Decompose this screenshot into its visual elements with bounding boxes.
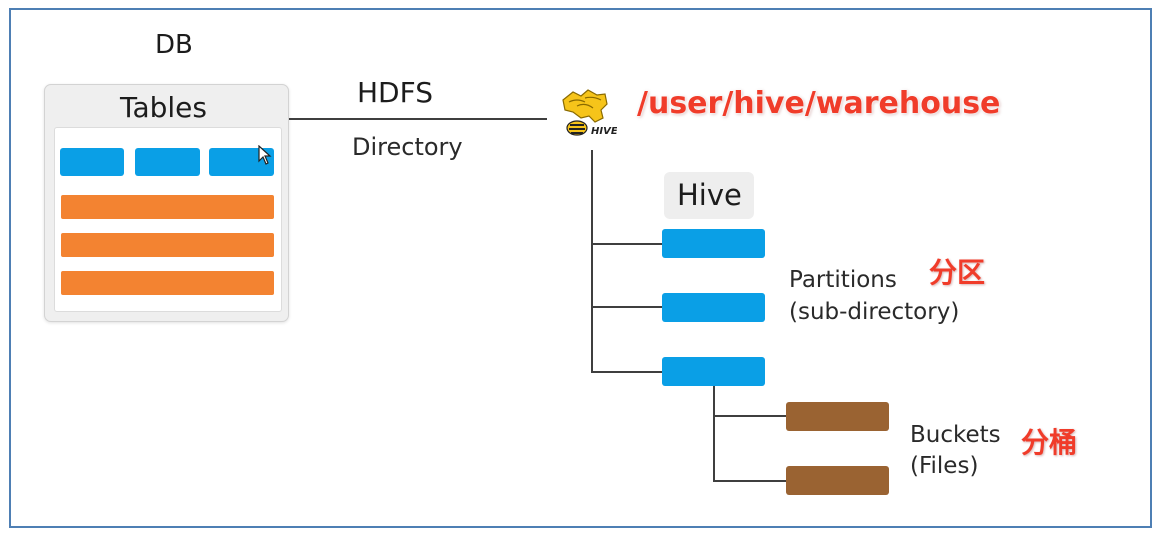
tree-branch-line xyxy=(591,371,663,373)
tables-title: Tables xyxy=(120,91,207,124)
hive-label: Hive xyxy=(677,178,742,212)
mouse-cursor-icon xyxy=(258,145,272,165)
svg-text:HIVE: HIVE xyxy=(591,126,617,137)
table-column-header xyxy=(60,148,124,176)
table-row xyxy=(61,233,274,257)
hive-bee-logo-icon: HIVE xyxy=(562,89,617,137)
warehouse-path: /user/hive/warehouse xyxy=(637,86,1001,121)
bucket-trunk-line xyxy=(713,386,715,482)
buckets-label: Buckets xyxy=(910,422,1001,448)
table-row xyxy=(61,271,274,295)
partition-block xyxy=(662,293,765,322)
bucket-block xyxy=(786,466,889,495)
bucket-block xyxy=(786,402,889,431)
directory-label: Directory xyxy=(352,133,463,161)
db-label: DB xyxy=(155,30,193,60)
partition-block xyxy=(662,229,765,258)
buckets-chinese-label: 分桶 xyxy=(1021,426,1078,459)
bucket-branch-line xyxy=(713,415,787,417)
hdfs-label: HDFS xyxy=(357,76,434,109)
tree-branch-line xyxy=(591,306,663,308)
partitions-label: Partitions xyxy=(789,267,897,293)
hdfs-connector-line xyxy=(289,118,547,120)
partitions-chinese-label: 分区 xyxy=(929,256,986,289)
tree-branch-line xyxy=(591,243,663,245)
table-column-header xyxy=(135,148,200,176)
tree-trunk-line xyxy=(591,150,593,372)
table-row xyxy=(61,195,274,219)
partitions-sublabel: (sub-directory) xyxy=(789,299,960,325)
buckets-sublabel: (Files) xyxy=(910,453,979,479)
bucket-branch-line xyxy=(713,480,787,482)
hive-tag xyxy=(664,172,754,219)
partition-block xyxy=(662,357,765,386)
